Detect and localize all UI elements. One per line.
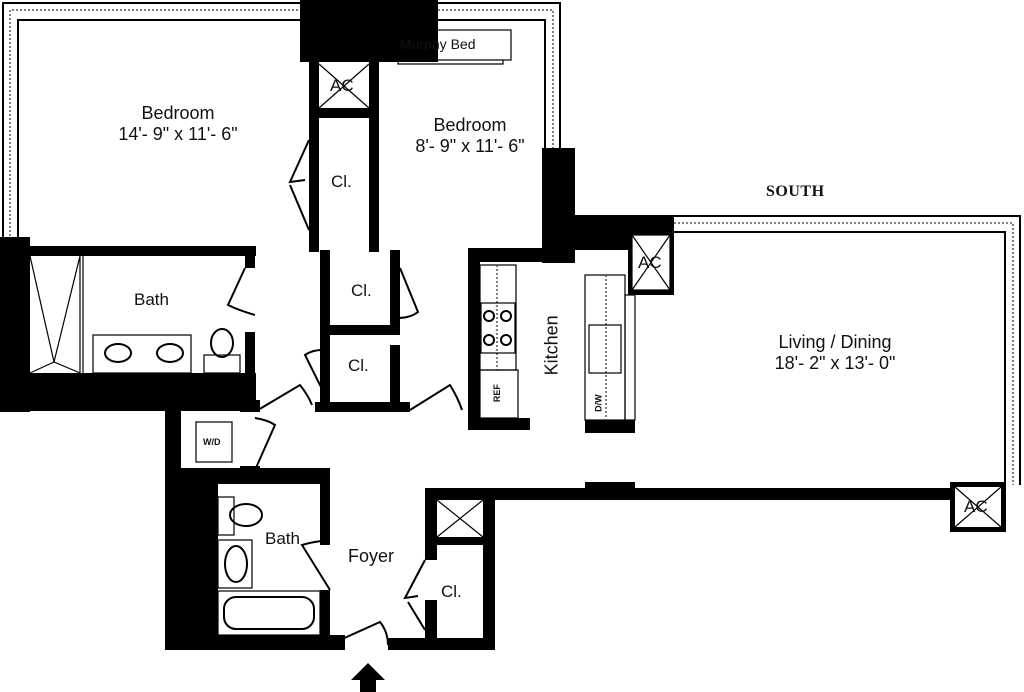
ac-label: AC bbox=[638, 253, 662, 272]
closet-label: Cl. bbox=[441, 582, 462, 601]
wd-door bbox=[254, 417, 277, 471]
toilet bbox=[229, 503, 263, 527]
shower bbox=[29, 255, 84, 374]
closet-door bbox=[288, 139, 310, 231]
window-wall-living bbox=[674, 215, 1021, 485]
vanity-double-sink bbox=[92, 334, 192, 374]
sink bbox=[224, 545, 248, 583]
compass-label: SOUTH bbox=[766, 183, 825, 200]
closet-label: Cl. bbox=[331, 172, 352, 191]
bath-door bbox=[300, 540, 331, 591]
room-label-bath-hall: Bath bbox=[265, 529, 300, 548]
room-name: Bedroom bbox=[141, 103, 215, 123]
ac-label: AC bbox=[330, 76, 354, 95]
room-label-kitchen: Kitchen bbox=[541, 315, 562, 376]
toilet bbox=[203, 328, 241, 374]
room-label-bedroom-master: Bedroom 14'- 9" x 11'- 6" bbox=[88, 103, 268, 144]
dishwasher-label: D/W bbox=[593, 394, 604, 412]
room-dimensions: 8'- 9" x 11'- 6" bbox=[415, 135, 525, 156]
ac-unit-kitchen bbox=[631, 234, 671, 291]
ac-unit-living bbox=[954, 486, 1002, 528]
washer-dryer-label: W/D bbox=[203, 437, 221, 447]
murphy-bed bbox=[388, 29, 512, 61]
closet-label: Cl. bbox=[348, 356, 369, 375]
room-label-foyer: Foyer bbox=[348, 546, 395, 566]
closet-door bbox=[303, 349, 326, 396]
ac-unit-bedroom bbox=[318, 63, 370, 109]
bedroom-door bbox=[257, 383, 313, 411]
entry-door bbox=[339, 620, 389, 646]
room-label-living-dining: Living / Dining 18'- 2" x 13'- 0" bbox=[745, 332, 925, 373]
bath-door bbox=[226, 267, 256, 316]
closet-label: Cl. bbox=[351, 281, 372, 300]
room-dimensions: 14'- 9" x 11'- 6" bbox=[118, 123, 238, 144]
bedroom-door bbox=[409, 383, 463, 411]
murphy-bed-label: Murphy Bed bbox=[400, 36, 476, 52]
ac-label: AC bbox=[964, 497, 988, 516]
room-name: Living / Dining bbox=[778, 332, 892, 352]
structural-column bbox=[300, 0, 438, 62]
room-label-bath-master: Bath bbox=[134, 290, 169, 309]
room-name: Bedroom bbox=[433, 115, 507, 135]
refrigerator bbox=[479, 369, 519, 419]
refrigerator-label: REF bbox=[491, 384, 502, 403]
stove bbox=[480, 302, 516, 354]
shaft-box bbox=[436, 499, 484, 538]
counter bbox=[584, 274, 626, 421]
room-dimensions: 18'- 2" x 13'- 0" bbox=[774, 352, 896, 373]
bathtub bbox=[223, 596, 315, 630]
room-label-bedroom-second: Bedroom 8'- 9" x 11'- 6" bbox=[390, 115, 550, 156]
washer-dryer bbox=[195, 421, 233, 463]
closet-door bbox=[397, 267, 420, 319]
sink bbox=[588, 324, 622, 374]
window-wall-bedrooms bbox=[2, 2, 561, 240]
closet-door bbox=[403, 559, 426, 631]
entry-arrow-icon bbox=[351, 663, 385, 692]
